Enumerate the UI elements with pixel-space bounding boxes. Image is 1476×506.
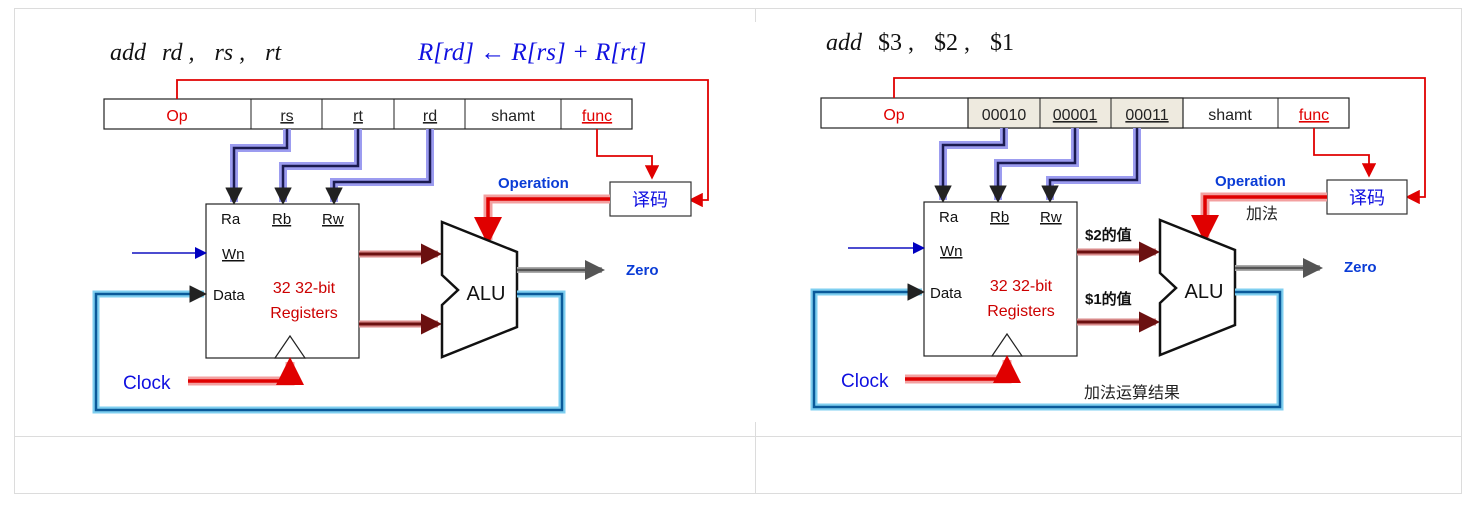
right-field-rd: 00011 — [1125, 107, 1168, 124]
left-field-row: Op rs rt rd shamt func — [103, 98, 633, 130]
right-diagram: add $3 , $2 , $1 Op 00010 00001 00011 sh… — [806, 18, 1434, 426]
left-func-wire — [596, 129, 660, 180]
right-instruction: add $3 , $2 , $1 — [826, 30, 1014, 56]
left-operation-label: Operation — [498, 175, 569, 192]
left-field-rt: rt — [353, 108, 363, 125]
right-reg-line1: 32 32-bit — [990, 278, 1053, 295]
right-result-label: 加法运算结果 — [1084, 383, 1180, 402]
right-decoder-label: 译码 — [1349, 188, 1385, 208]
right-operation-label: Operation — [1215, 173, 1286, 190]
right-data: Data — [930, 285, 962, 302]
left-instruction: add rd , rs , rt — [110, 40, 282, 66]
left-reg-wires — [225, 129, 434, 205]
right-field-rs: 00010 — [982, 107, 1027, 124]
right-rw: Rw — [1040, 209, 1062, 226]
right-result-loop — [812, 283, 1282, 409]
left-data: Data — [213, 287, 245, 304]
left-register-file — [205, 203, 360, 359]
left-alu-label: ALU — [467, 283, 506, 305]
left-field-op: Op — [166, 108, 187, 125]
right-alu — [1158, 218, 1237, 357]
left-panel-bg — [36, 22, 760, 422]
right-field-shamt: shamt — [1208, 107, 1252, 124]
left-clock-wire — [188, 357, 304, 385]
right-op-label: 加法 — [1246, 205, 1278, 223]
left-field-func: func — [582, 108, 612, 125]
left-decoder-box — [609, 181, 692, 217]
right-clock-wire — [905, 355, 1021, 383]
left-decoder-label: 译码 — [632, 190, 668, 210]
right-func-wire — [1313, 128, 1377, 178]
left-op-wire — [176, 79, 709, 208]
right-zero-label: Zero — [1344, 259, 1377, 276]
right-ra: Ra — [939, 209, 959, 226]
right-op-wire — [893, 77, 1426, 205]
right-alu-label: ALU — [1185, 281, 1224, 303]
left-clock-label: Clock — [123, 373, 171, 394]
left-formula: R[rd] ← R[rs] + R[rt] — [417, 39, 647, 66]
right-rb: Rb — [990, 209, 1009, 226]
left-operation-wire — [474, 197, 610, 245]
left-alu — [440, 220, 519, 359]
left-field-shamt: shamt — [491, 108, 535, 125]
right-val1-label: $2的值 — [1085, 226, 1132, 244]
left-rb: Rb — [272, 211, 291, 228]
right-wn: Wn — [940, 243, 963, 260]
left-diagram: add rd , rs , rt R[rd] ← R[rs] + R[rt] O… — [36, 22, 760, 422]
table-frame — [14, 8, 1462, 494]
right-field-op: Op — [883, 107, 904, 124]
right-val2-label: $1的值 — [1085, 290, 1132, 308]
right-clock-label: Clock — [841, 371, 889, 392]
right-reg-wires — [934, 128, 1141, 203]
right-reg-line2: Registers — [987, 303, 1055, 320]
left-zero-label: Zero — [626, 262, 659, 279]
right-decoder-box — [1326, 179, 1408, 215]
left-rw: Rw — [322, 211, 344, 228]
right-register-file — [923, 201, 1078, 357]
table-divider-horizontal — [14, 436, 1462, 437]
right-field-rt: 00001 — [1053, 107, 1098, 124]
right-panel-bg — [806, 18, 1434, 426]
right-operation-wire — [1191, 195, 1327, 243]
right-field-row: Op 00010 00001 00011 shamt func — [820, 97, 1350, 129]
left-field-rd: rd — [423, 108, 437, 125]
left-wn: Wn — [222, 246, 245, 263]
left-field-rs: rs — [280, 108, 293, 125]
right-field-func: func — [1299, 107, 1329, 124]
left-reg-line2: Registers — [270, 305, 338, 322]
left-result-loop — [94, 285, 564, 412]
left-ra: Ra — [221, 211, 241, 228]
left-reg-line1: 32 32-bit — [273, 280, 336, 297]
